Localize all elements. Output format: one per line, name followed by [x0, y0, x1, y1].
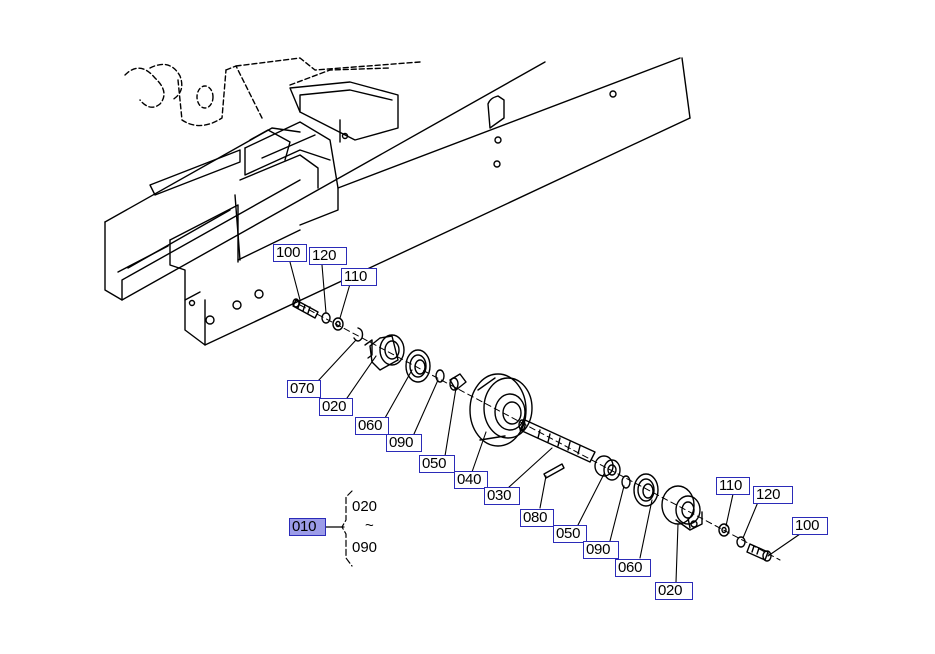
callout-120-left[interactable]: 120	[309, 247, 347, 265]
callout-040[interactable]: 040	[454, 471, 488, 489]
leader-lines	[289, 261, 801, 583]
assembly-range-end: 090	[352, 539, 378, 556]
callout-030[interactable]: 030	[484, 487, 520, 505]
callout-100-right[interactable]: 100	[792, 517, 828, 535]
callout-100-left[interactable]: 100	[273, 244, 307, 262]
callout-080[interactable]: 080	[520, 509, 554, 527]
washer-110-left	[332, 317, 344, 331]
bolt-100-left	[292, 298, 319, 319]
shaft-030	[518, 419, 596, 463]
seal-060-right	[633, 473, 659, 507]
callout-110-right[interactable]: 110	[716, 477, 750, 495]
bushing-050-right	[594, 455, 621, 481]
bearing-housing-020-left	[364, 334, 405, 371]
callout-090-right[interactable]: 090	[583, 541, 619, 559]
seal-060-left	[405, 349, 431, 383]
bolt-100-right	[746, 543, 772, 562]
callout-020-left[interactable]: 020	[319, 398, 353, 416]
frame-chassis	[104, 57, 691, 346]
assembly-bracket	[325, 490, 353, 567]
callout-020-right[interactable]: 020	[655, 582, 693, 600]
callout-060-left[interactable]: 060	[355, 417, 389, 435]
callout-050-right[interactable]: 050	[553, 525, 587, 543]
assembly-range-tilde: ~	[365, 517, 374, 534]
callout-120-right[interactable]: 120	[753, 486, 793, 504]
callout-090-left[interactable]: 090	[386, 434, 422, 452]
assembly-range-start: 020	[352, 498, 378, 515]
callout-050-left[interactable]: 050	[419, 455, 455, 473]
callout-110-left[interactable]: 110	[341, 268, 377, 286]
bushing-050-left	[449, 373, 467, 391]
washer-120-right	[736, 536, 746, 548]
o-ring-090-right	[621, 475, 631, 489]
roller-040	[469, 373, 533, 447]
callout-070[interactable]: 070	[287, 380, 321, 398]
callout-010[interactable]: 010	[289, 518, 326, 536]
washer-110-right	[718, 523, 730, 537]
callout-060-right[interactable]: 060	[615, 559, 651, 577]
o-ring-090-left	[435, 369, 445, 383]
washer-120-left	[321, 312, 331, 324]
bearing-housing-020-right	[661, 485, 703, 531]
pin-080	[543, 463, 565, 479]
